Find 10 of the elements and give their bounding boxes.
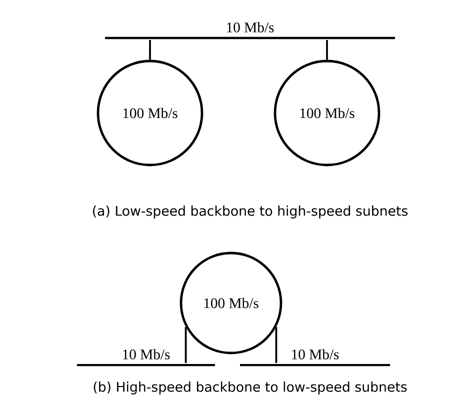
caption: (a) Low-speed backbone to high-speed subnets [93, 206, 408, 218]
node-label: 10 Mb/s [292, 349, 339, 360]
node-label: 10 Mb/s [227, 22, 274, 32]
connector-line [149, 40, 151, 60]
caption: (b) High-speed backbone to low-speed subnets [94, 382, 407, 394]
network-bus: 10 Mb/s [105, 22, 395, 40]
node-label: 10 Mb/s [123, 349, 170, 360]
connector-line [275, 327, 278, 363]
connector-line [326, 40, 328, 60]
connector-line [184, 327, 187, 363]
